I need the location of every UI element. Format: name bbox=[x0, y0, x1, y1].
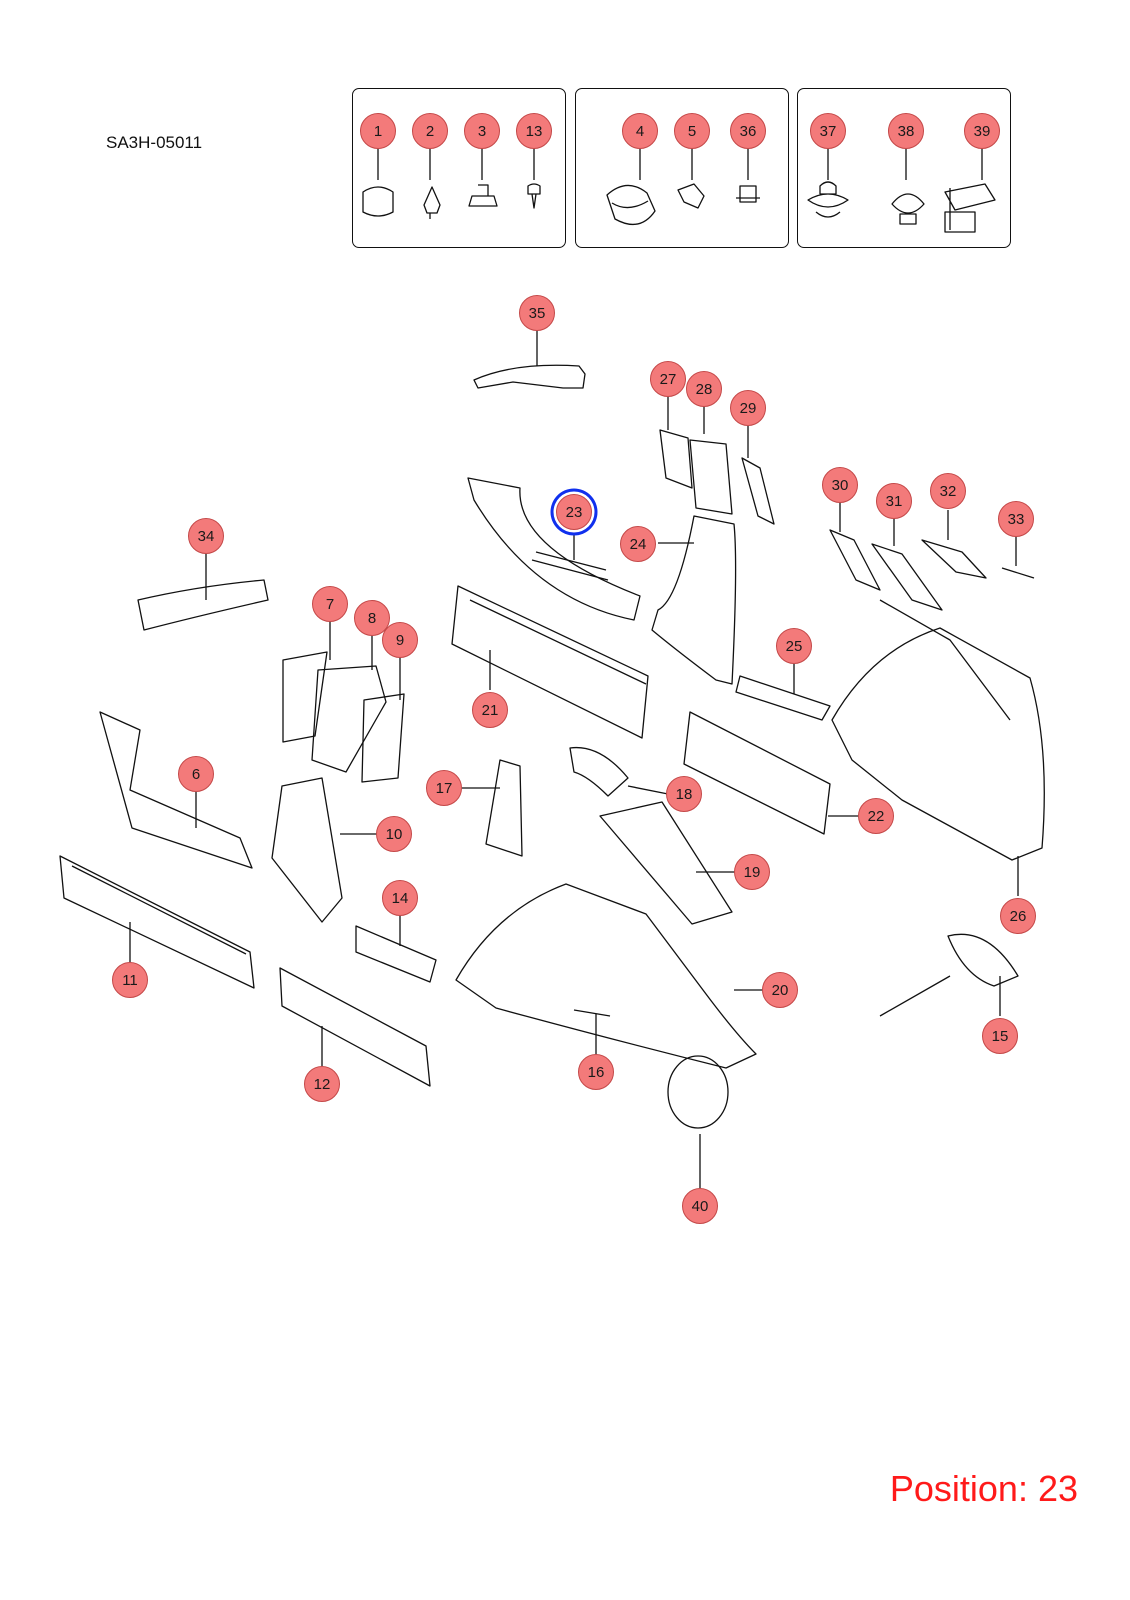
callout-3[interactable]: 3 bbox=[464, 113, 500, 149]
callout-7[interactable]: 7 bbox=[312, 586, 348, 622]
callout-6[interactable]: 6 bbox=[178, 756, 214, 792]
callout-32[interactable]: 32 bbox=[930, 473, 966, 509]
callout-27[interactable]: 27 bbox=[650, 361, 686, 397]
callout-37[interactable]: 37 bbox=[810, 113, 846, 149]
callout-39[interactable]: 39 bbox=[964, 113, 1000, 149]
callout-16[interactable]: 16 bbox=[578, 1054, 614, 1090]
callout-35[interactable]: 35 bbox=[519, 295, 555, 331]
callout-20[interactable]: 20 bbox=[762, 972, 798, 1008]
callout-40[interactable]: 40 bbox=[682, 1188, 718, 1224]
callout-17[interactable]: 17 bbox=[426, 770, 462, 806]
callout-38[interactable]: 38 bbox=[888, 113, 924, 149]
callout-2[interactable]: 2 bbox=[412, 113, 448, 149]
diagram-code: SA3H-05011 bbox=[106, 133, 203, 152]
callout-10[interactable]: 10 bbox=[376, 816, 412, 852]
callout-30[interactable]: 30 bbox=[822, 467, 858, 503]
callout-4[interactable]: 4 bbox=[622, 113, 658, 149]
callout-13[interactable]: 13 bbox=[516, 113, 552, 149]
callout-28[interactable]: 28 bbox=[686, 371, 722, 407]
callout-33[interactable]: 33 bbox=[998, 501, 1034, 537]
callout-14[interactable]: 14 bbox=[382, 880, 418, 916]
callout-31[interactable]: 31 bbox=[876, 483, 912, 519]
position-indicator: Position: 23 bbox=[889, 1468, 1078, 1509]
callout-23[interactable]: 23 bbox=[556, 494, 592, 530]
callout-18[interactable]: 18 bbox=[666, 776, 702, 812]
callout-19[interactable]: 19 bbox=[734, 854, 770, 890]
callout-11[interactable]: 11 bbox=[112, 962, 148, 998]
callout-36[interactable]: 36 bbox=[730, 113, 766, 149]
callout-21[interactable]: 21 bbox=[472, 692, 508, 728]
callout-25[interactable]: 25 bbox=[776, 628, 812, 664]
callout-1[interactable]: 1 bbox=[360, 113, 396, 149]
callout-26[interactable]: 26 bbox=[1000, 898, 1036, 934]
callout-12[interactable]: 12 bbox=[304, 1066, 340, 1102]
callout-34[interactable]: 34 bbox=[188, 518, 224, 554]
callout-24[interactable]: 24 bbox=[620, 526, 656, 562]
callout-15[interactable]: 15 bbox=[982, 1018, 1018, 1054]
callout-22[interactable]: 22 bbox=[858, 798, 894, 834]
callout-5[interactable]: 5 bbox=[674, 113, 710, 149]
callout-29[interactable]: 29 bbox=[730, 390, 766, 426]
callout-9[interactable]: 9 bbox=[382, 622, 418, 658]
